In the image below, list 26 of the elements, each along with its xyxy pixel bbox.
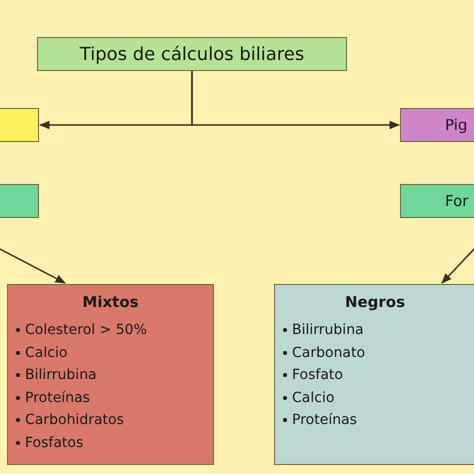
list-item: Calcio	[292, 388, 334, 408]
list-item: Proteínas	[25, 388, 90, 408]
list-item: Fosfato	[292, 366, 343, 385]
list-item: Carbonato	[292, 344, 366, 362]
box-label: For	[445, 192, 468, 210]
arrow	[191, 71, 400, 130]
list-item: Proteínas	[292, 411, 357, 430]
box	[400, 108, 474, 142]
box	[37, 37, 347, 71]
box	[274, 284, 474, 465]
list-item: Bilirrubina	[25, 366, 97, 385]
empty-box	[0, 108, 39, 142]
arrow	[0, 247, 66, 284]
box	[400, 184, 474, 218]
box-label: Pig	[445, 116, 468, 134]
empty-box	[0, 184, 39, 218]
arrow	[441, 246, 474, 284]
list-item: Fosfatos	[25, 434, 84, 452]
list-item: Carbohidratos	[25, 411, 124, 430]
box-heading: Negros	[344, 293, 406, 311]
list-item: Colesterol > 50%	[25, 321, 147, 340]
list-item: Bilirrubina	[292, 321, 364, 340]
box	[7, 284, 214, 465]
list-item: Calcio	[25, 344, 68, 362]
title-label: Tipos de cálculos biliares	[78, 44, 306, 65]
box-heading: Mixtos	[81, 293, 140, 311]
